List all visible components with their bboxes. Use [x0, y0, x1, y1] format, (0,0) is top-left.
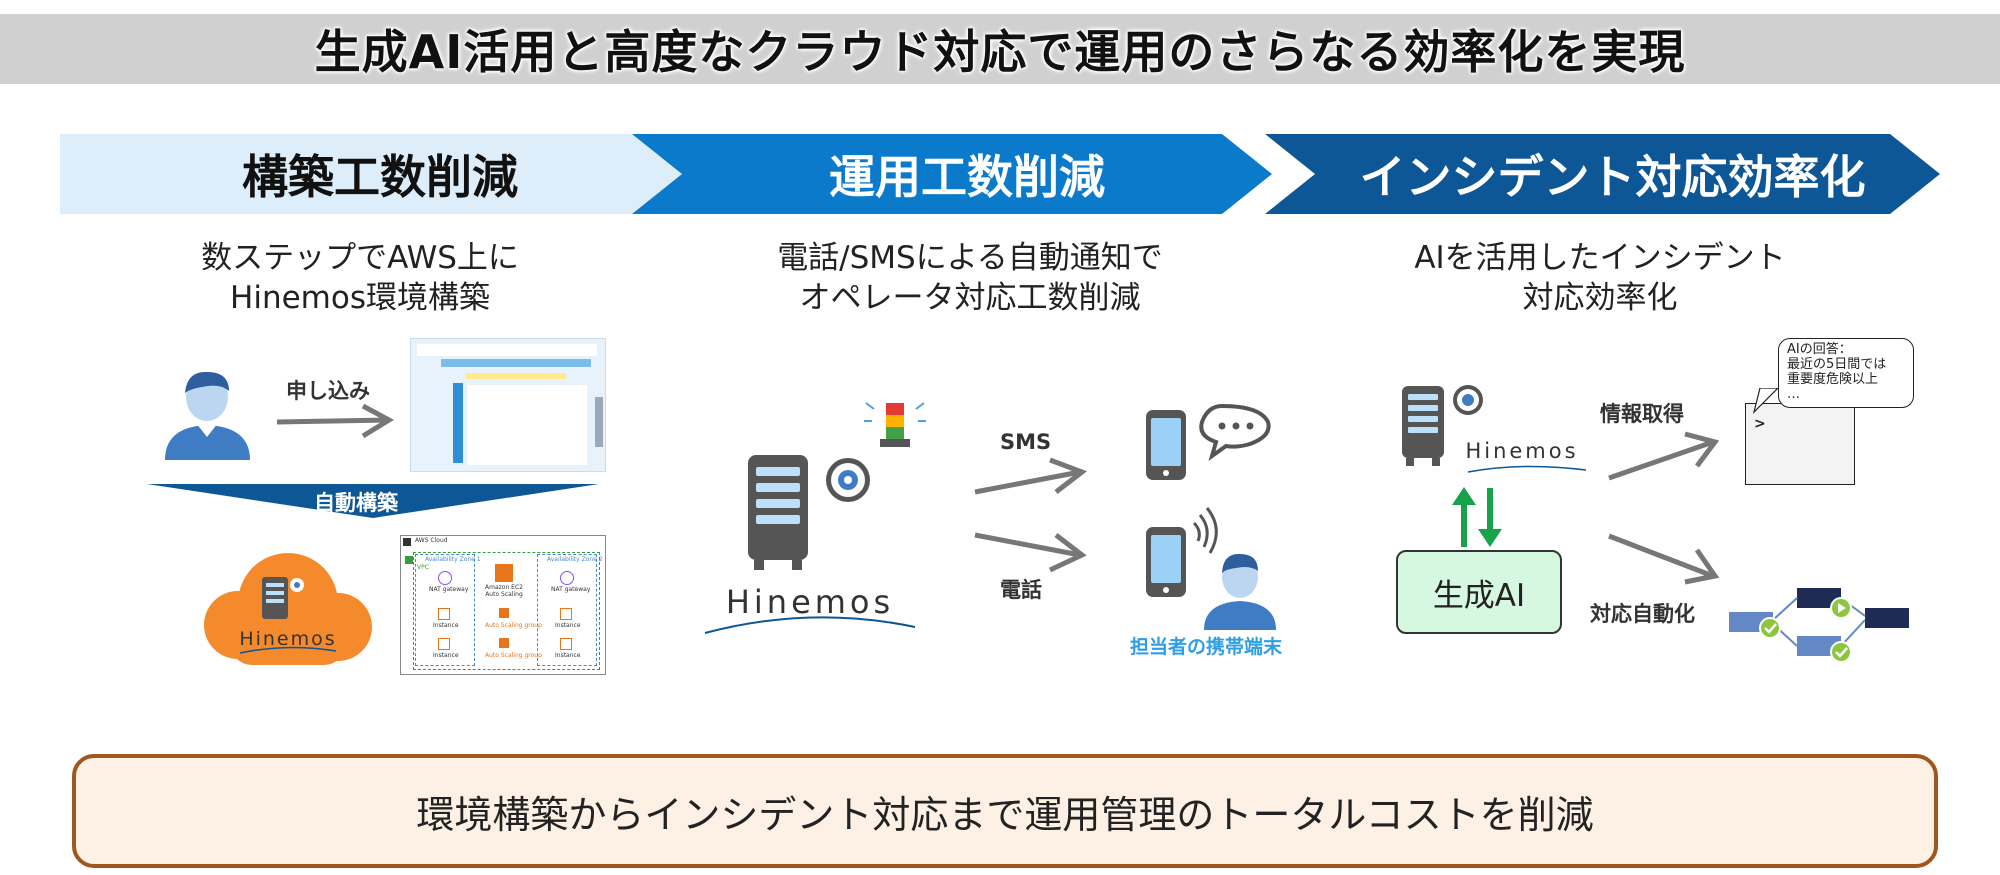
nat-gateway-1: NAT gateway: [429, 586, 469, 593]
apply-arrow: [276, 403, 395, 439]
desc-operation: 電話/SMSによる自動通知で オペレータ対応工数削減: [720, 238, 1220, 318]
sms-arrow: [974, 457, 1088, 495]
aws-architecture-diagram: AWS Cloud VPC Availability Zone 1 Availa…: [400, 535, 606, 675]
auto-build-label: 自動構築: [314, 491, 398, 515]
asg-top-label: Amazon EC2 Auto Scaling: [485, 584, 523, 598]
desc-incident: AIを活用したインシデント 対応効率化: [1360, 238, 1840, 318]
cloud-hinemos-brand: Hinemos: [239, 628, 336, 650]
instance-4: Instance: [555, 652, 581, 659]
desc-incident-line2: 対応効率化: [1522, 280, 1678, 316]
vpc-label: VPC: [417, 564, 429, 571]
desc-operation-line1: 電話/SMSによる自動通知で: [777, 240, 1163, 276]
aws-cloud-label: AWS Cloud: [415, 537, 448, 544]
auto-build-banner: [147, 484, 599, 518]
heading-incident-efficiency: インシデント対応効率化: [1359, 150, 1866, 204]
terminal-prompt: >: [1754, 416, 1766, 432]
smartphone-message-icon: [1146, 403, 1271, 480]
asg-group-1: Auto Scaling group: [485, 622, 542, 629]
apply-label: 申し込み: [286, 379, 370, 403]
hinemos-server-small-icon: Hinemos: [1402, 385, 1587, 473]
page-title: 生成AI活用と高度なクラウド対応で運用のさらなる効率化を実現: [314, 25, 1686, 79]
device-label: 担当者の携帯端末: [1130, 636, 1283, 658]
server-hinemos-brand: Hinemos: [726, 583, 894, 621]
info-retrieval-arrow: [1608, 431, 1720, 481]
auto-response-arrow: [1608, 533, 1720, 585]
desc-incident-line1: AIを活用したインシデント: [1414, 240, 1786, 276]
user-icon: [165, 371, 250, 460]
bidirectional-arrows: [1452, 487, 1502, 547]
bubble-line4: …: [1787, 387, 1800, 402]
desc-operation-line2: オペレータ対応工数削減: [799, 280, 1141, 316]
az2-label: Availability Zone 2: [547, 556, 603, 563]
chevron-build-cost: 構築工数削減: [60, 134, 700, 214]
bubble-line2: 最近の5日間では: [1787, 357, 1887, 372]
generative-ai-label: 生成AI: [1432, 577, 1526, 614]
summary-text: 環境構築からインシデント対応まで運用管理のトータルコストを削減: [416, 792, 1594, 837]
title-bar: 生成AI活用と高度なクラウド対応で運用のさらなる効率化を実現: [0, 14, 2000, 84]
bubble-line3: 重要度危険以上: [1787, 372, 1879, 387]
instance-3: Instance: [433, 652, 459, 659]
smartphone-call-person-icon: [1146, 507, 1276, 630]
generative-ai-box: 生成AI: [1396, 550, 1562, 634]
terminal-window: >: [1745, 403, 1855, 485]
instance-2: Instance: [555, 622, 581, 629]
asg-group-2: Auto Scaling group: [485, 652, 542, 659]
chevron-operation-cost: 運用工数削減: [632, 134, 1272, 214]
heading-build-cost: 構築工数削減: [242, 150, 518, 204]
phone-label: 電話: [1000, 578, 1042, 602]
instance-1: Instance: [433, 622, 459, 629]
desc-build-line1: 数ステップでAWS上に: [201, 240, 519, 276]
sms-label: SMS: [1000, 430, 1052, 454]
chevron-incident-efficiency: インシデント対応効率化: [1265, 134, 1940, 214]
hinemos-server-icon: Hinemos: [704, 402, 926, 634]
small-hinemos-brand: Hinemos: [1465, 439, 1578, 463]
phone-arrow: [974, 532, 1087, 573]
desc-build-line2: Hinemos環境構築: [230, 280, 490, 316]
bubble-line1: AIの回答：: [1787, 342, 1852, 357]
desc-build: 数ステップでAWS上に Hinemos環境構築: [160, 238, 560, 318]
workflow-automation-icon: [1729, 588, 1909, 663]
az1-label: Availability Zone 1: [425, 556, 481, 563]
summary-box: 環境構築からインシデント対応まで運用管理のトータルコストを削減: [72, 754, 1938, 868]
nat-gateway-2: NAT gateway: [551, 586, 591, 593]
speech-bubble-tail: [1752, 388, 1779, 414]
info-retrieval-label: 情報取得: [1600, 402, 1684, 426]
heading-operation-cost: 運用工数削減: [829, 150, 1105, 204]
ai-response-bubble: AIの回答： 最近の5日間では 重要度危険以上 …: [1778, 338, 1914, 408]
application-form-screenshot: [410, 338, 606, 472]
auto-response-label: 対応自動化: [1590, 602, 1695, 626]
hinemos-cloud-icon: Hinemos: [204, 553, 372, 665]
